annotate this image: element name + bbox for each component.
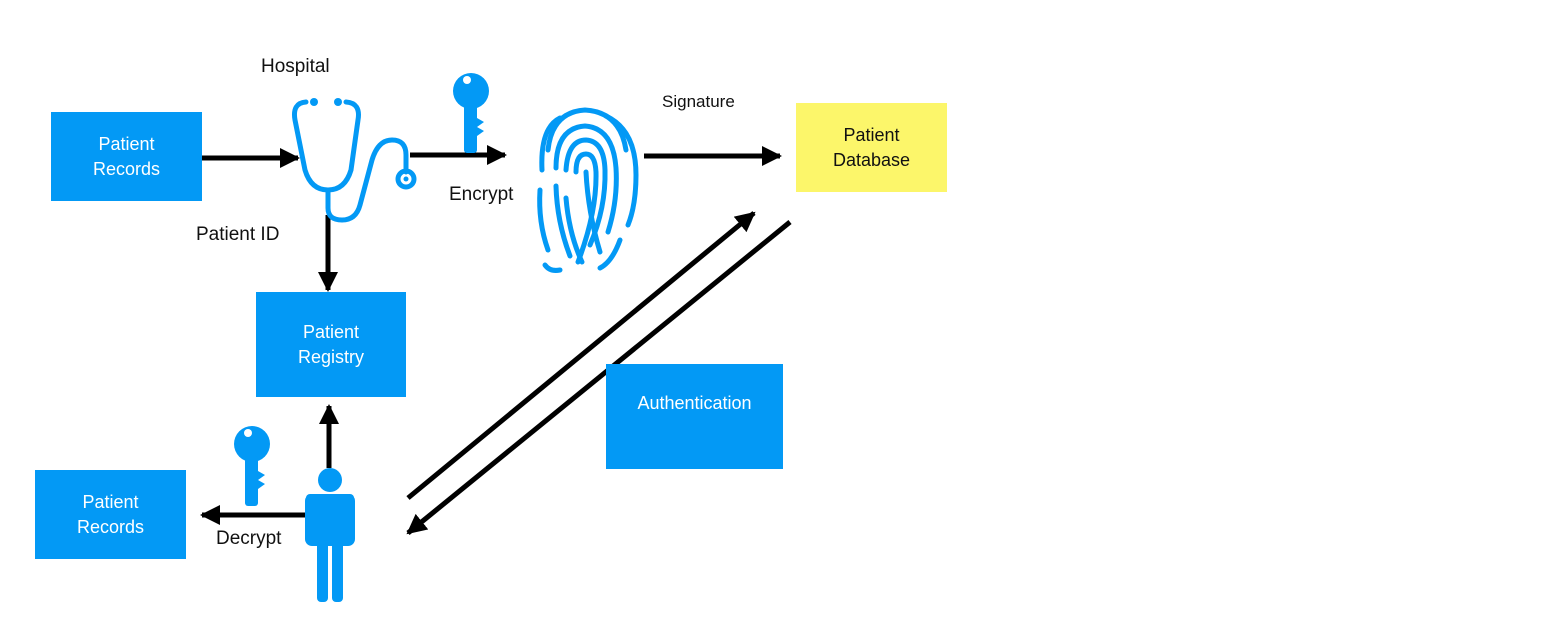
authentication-box: Authentication — [606, 364, 783, 469]
decrypt-label: Decrypt — [216, 528, 282, 549]
patient-registry-box: Patient Registry — [256, 292, 406, 397]
patient-database-box: Patient Database — [796, 103, 947, 192]
fingerprint-icon — [537, 107, 639, 273]
patient-registry-label: Patient Registry — [297, 321, 364, 367]
stethoscope-icon — [292, 98, 417, 223]
signature-label: Signature — [662, 92, 735, 111]
key-icon — [453, 73, 489, 153]
patient-database-label: Patient Database — [832, 124, 911, 170]
authentication-label: Authentication — [637, 393, 752, 413]
hospital-label: Hospital — [261, 56, 330, 77]
patient-records-label: Patient Records — [76, 491, 145, 537]
patient-records-label: Patient Records — [92, 133, 161, 179]
patient-records-box-top: Patient Records — [51, 112, 202, 201]
person-icon — [305, 468, 355, 602]
patient-records-box-bottom: Patient Records — [35, 470, 186, 559]
arrow-person-to-database — [406, 211, 756, 500]
patient-id-label: Patient ID — [196, 224, 280, 245]
encrypt-label: Encrypt — [449, 184, 514, 205]
arrow-database-to-person — [406, 220, 792, 535]
key-icon — [234, 426, 270, 506]
